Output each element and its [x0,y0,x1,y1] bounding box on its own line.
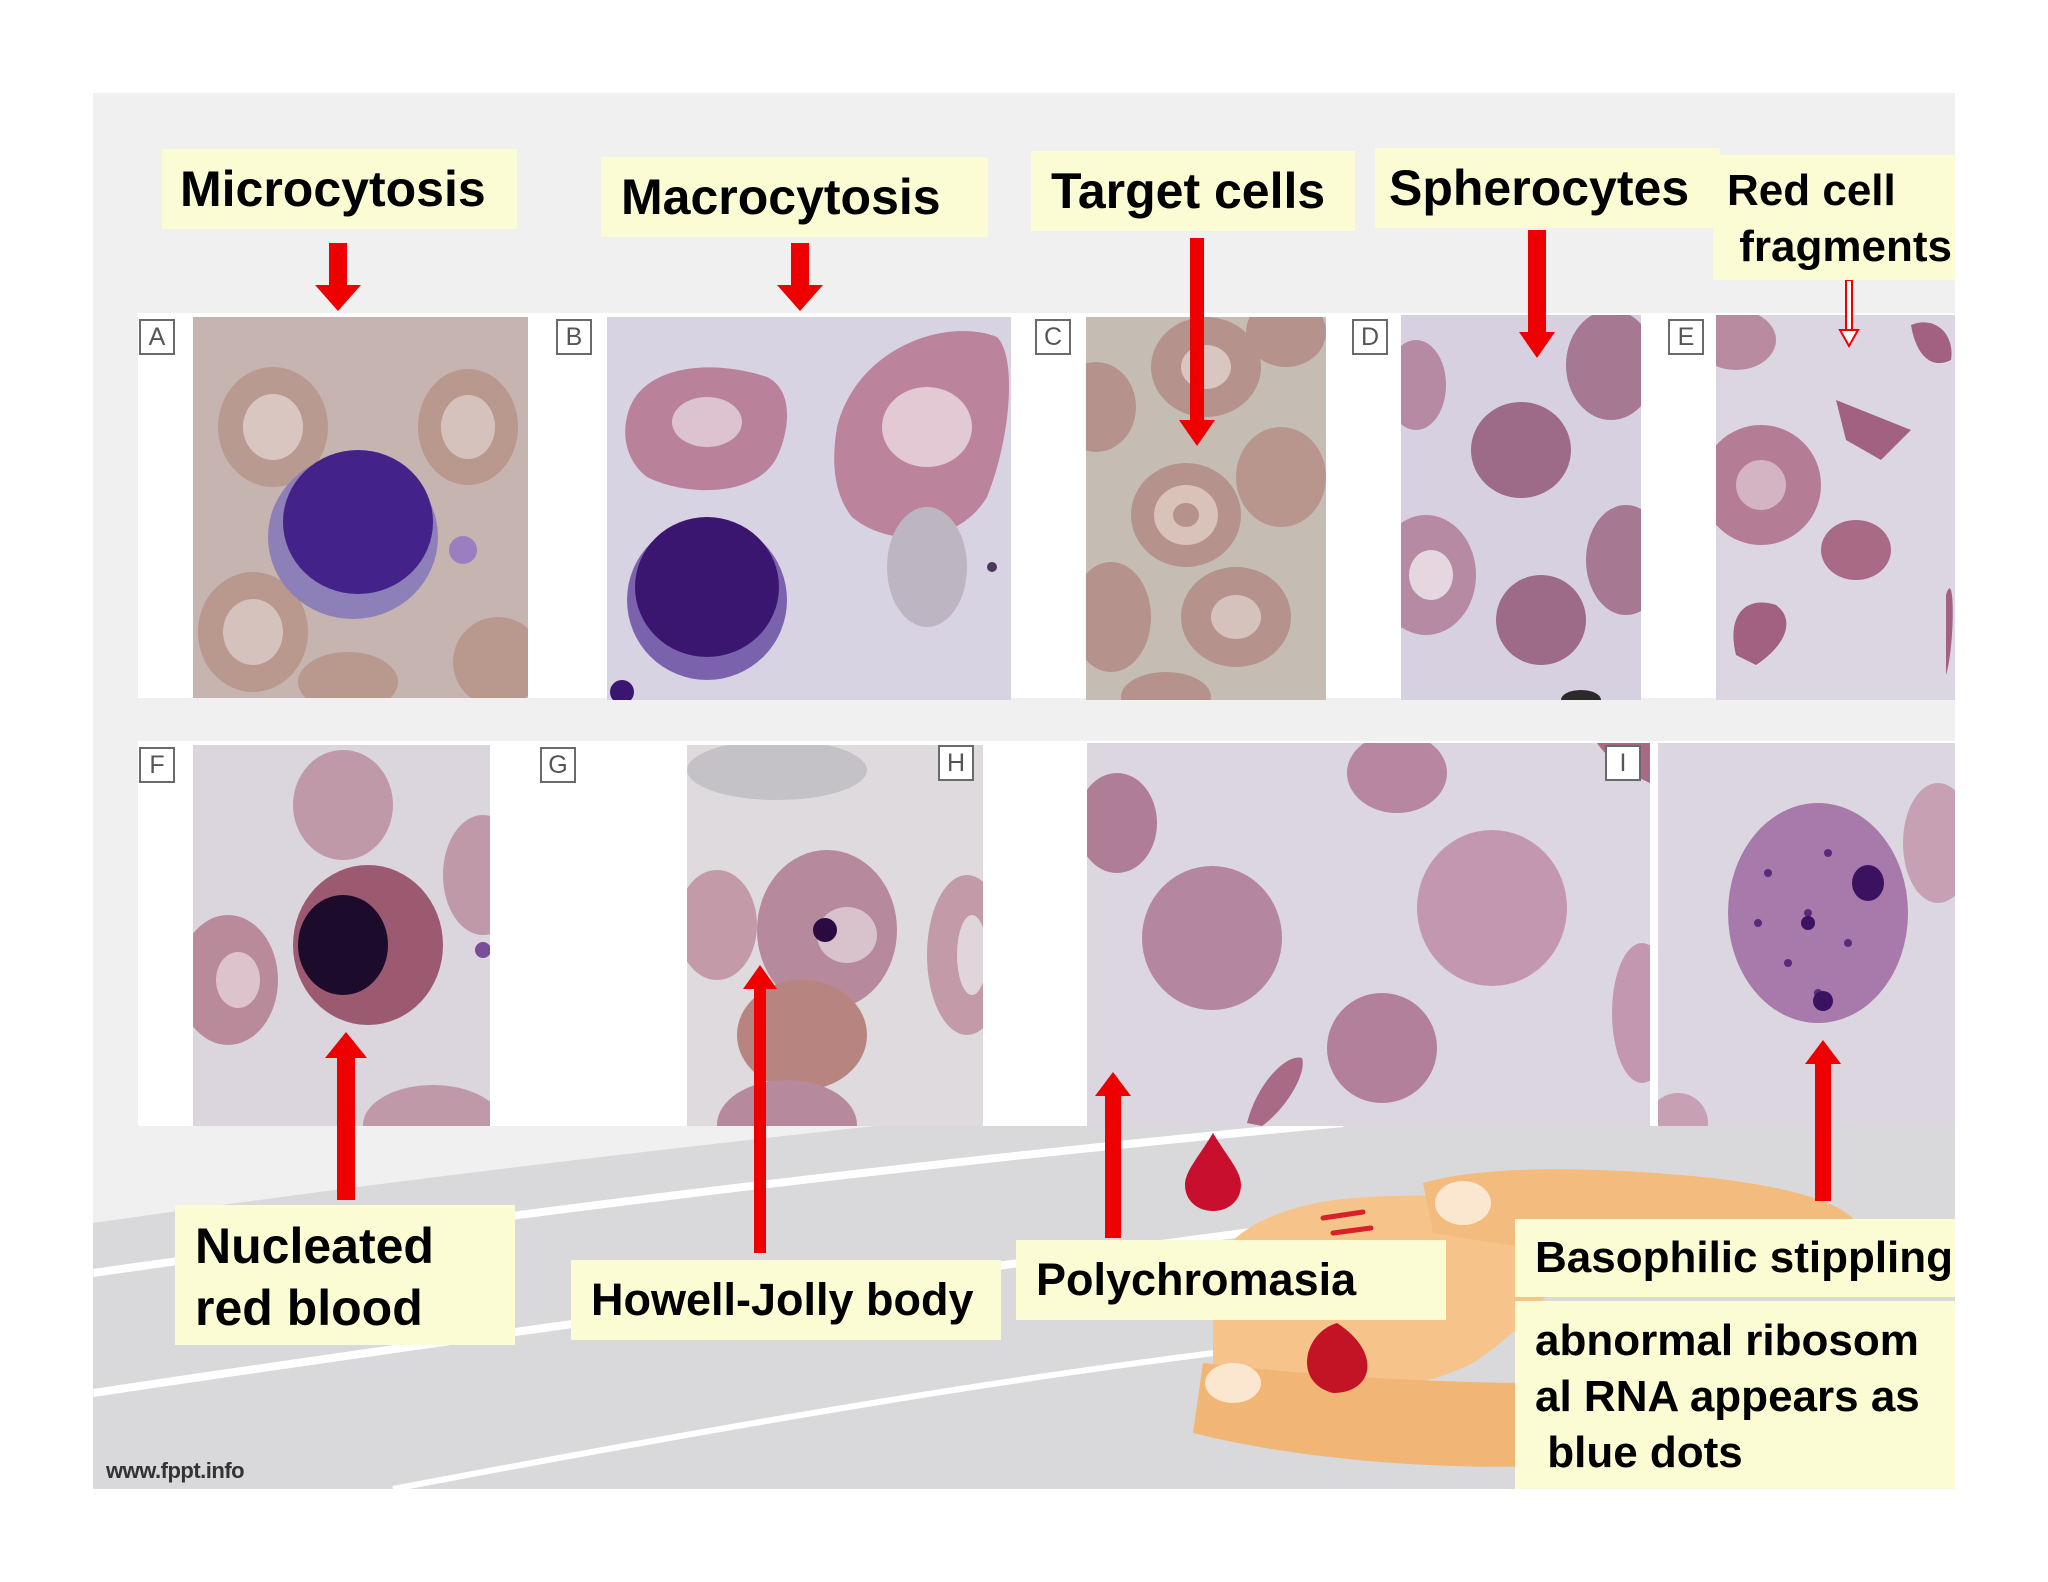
label-spherocytes: Spherocytes [1375,148,1720,228]
panel-letter: C [1035,319,1071,355]
micrograph-polychromasia [1087,743,1650,1126]
micrograph-target-cells [1086,317,1326,700]
arrow-down-icon [1179,238,1215,446]
label-basophilic-stippling: Basophilic stippling [1515,1219,1955,1297]
label-basophilic-note: abnormal ribosom al RNA appears as blue … [1515,1301,1955,1489]
arrow-down-icon [1838,280,1860,349]
arrow-up-icon [743,965,777,1253]
arrow-down-icon [315,243,361,311]
label-macrocytosis: Macrocytosis [601,157,988,237]
panel-letter: G [540,747,576,783]
panel-letter: D [1352,319,1388,355]
footer-url: www.fppt.info [106,1458,245,1483]
label-red-cell-fragments: Red cell fragments [1713,155,1955,280]
arrow-up-icon [325,1032,367,1200]
label-target-cells: Target cells [1031,151,1355,231]
micrograph-howell-jolly-body [687,745,983,1126]
panel-letter: F [139,747,175,783]
label-polychromasia: Polychromasia [1016,1240,1446,1320]
slide: A B C D E F G H I Microcytosis Macrocyto… [93,93,1955,1489]
micrograph-spherocytes [1401,315,1641,700]
micrograph-macrocytosis [607,317,1011,700]
panel-letter: H [938,745,974,781]
panel-letter: E [1668,319,1704,355]
label-howell-jolly-body: Howell-Jolly body [571,1260,1001,1340]
panel-letter: I [1605,745,1641,781]
blood-drop-icon [1185,1133,1241,1211]
arrow-up-icon [1095,1072,1131,1238]
arrow-down-icon [777,243,823,311]
label-microcytosis: Microcytosis [162,149,517,229]
arrow-up-icon [1805,1040,1841,1201]
label-nucleated-red-blood: Nucleated red blood [175,1205,515,1345]
panel-letter: B [556,319,592,355]
arrow-down-icon [1519,230,1555,358]
panel-letter: A [139,319,175,355]
micrograph-red-cell-fragments [1716,315,1955,700]
micrograph-microcytosis [193,317,528,698]
